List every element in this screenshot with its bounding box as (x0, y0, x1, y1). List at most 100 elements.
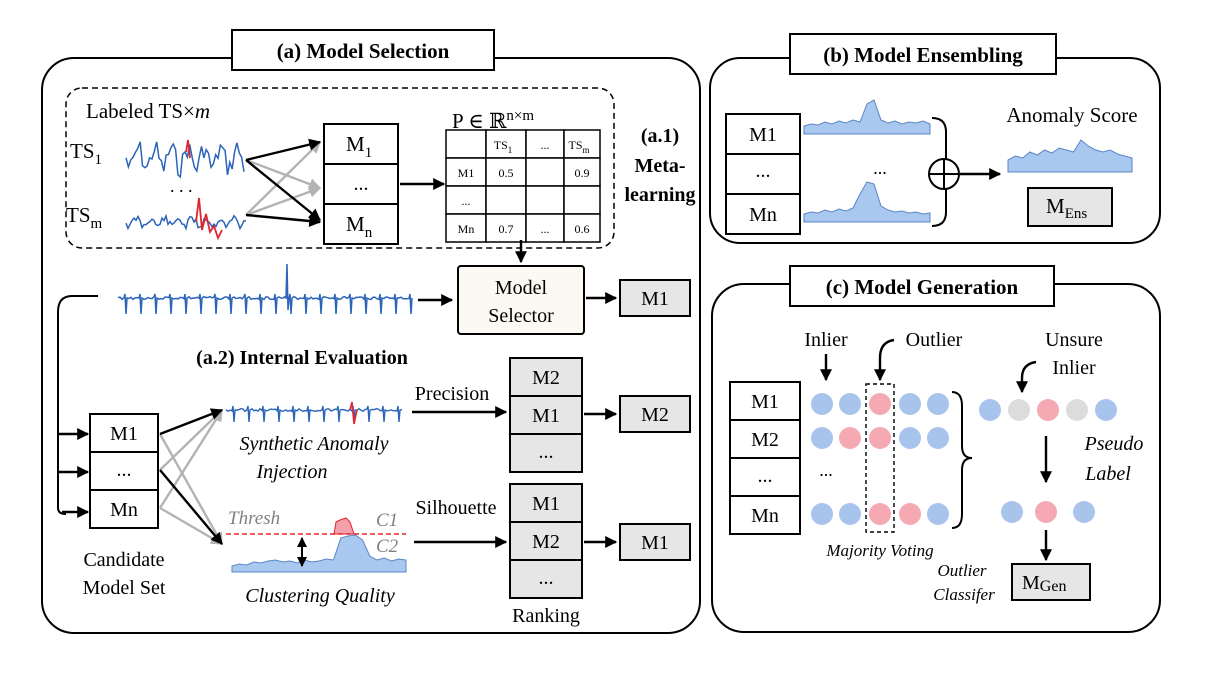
plus-icon (928, 158, 960, 190)
candidate-m1: M1 (110, 423, 138, 445)
matrix-cell (485, 213, 527, 243)
ranking-label: Ranking (512, 605, 580, 627)
candidate-dots: ... (117, 459, 132, 481)
unsure-arrow (1016, 360, 1037, 394)
matrix-cell (563, 185, 601, 215)
outlier-dot (1037, 399, 1059, 421)
vote-dot-grid (811, 393, 949, 525)
ts1-anomaly (185, 139, 191, 159)
candidate-to-eval-arrows (158, 408, 224, 546)
ensemble-mn: Mn (749, 204, 777, 226)
ensemble-output-label: MEns (1046, 194, 1087, 222)
generation-mn: Mn (751, 505, 779, 527)
panel-model-generation: (c) Model Generation Inlier Outlier Unsu… (711, 265, 1161, 633)
matrix-cell-text: TS1 (494, 138, 513, 155)
matrix-cell-text: ... (462, 194, 471, 208)
outlier-dot (1035, 501, 1057, 523)
unsure-dot (1066, 399, 1088, 421)
matrix-cell-text: ... (541, 222, 550, 236)
inlier-dot (1095, 399, 1117, 421)
inlier-dot (1001, 501, 1023, 523)
matrix-cell (525, 213, 565, 243)
panel-c-title-box (789, 265, 1055, 307)
silhouette-rank-2: M2 (532, 531, 560, 553)
inlier-dot (927, 503, 949, 525)
synthetic-anomaly (349, 401, 358, 425)
ensemble-model-stack: M1 ... Mn (725, 113, 801, 235)
matrix-cell-text: 0.6 (575, 222, 590, 236)
pseudo-label-dots (979, 399, 1117, 421)
ensemble-m1: M1 (749, 124, 777, 146)
matrix-cell (445, 129, 487, 159)
candidate-mn: Mn (110, 499, 138, 521)
classifier-label-2: Classifer (933, 585, 995, 604)
inlier-dot (927, 427, 949, 449)
inlier-dot (839, 393, 861, 415)
inlier-dot (811, 393, 833, 415)
matrix-cell-text: ... (541, 138, 550, 152)
outlier-dot (869, 427, 891, 449)
matrix-label: P ∈ ℝn×m (452, 108, 534, 133)
thresh-label: Thresh (228, 508, 280, 529)
candidate-bracket (57, 295, 98, 515)
inlier-dot (927, 393, 949, 415)
meta-label-3: learning (624, 184, 695, 206)
model-mn: Mn (346, 212, 373, 241)
unsure-dot (1008, 399, 1030, 421)
c1-label: C1 (376, 510, 398, 531)
panel-model-ensembling: (b) Model Ensembling M1 ... Mn ... Anoma… (709, 33, 1161, 244)
ensemble-score-1 (803, 99, 931, 135)
outlier-column-box (865, 383, 895, 533)
panel-a-title-box (231, 29, 495, 71)
inlier-dot (839, 503, 861, 525)
vote-brace (951, 391, 973, 529)
tsm-series (125, 213, 247, 231)
ensemble-score-output (1007, 139, 1133, 173)
ts1-series (125, 141, 245, 179)
selector-output-label: M1 (641, 288, 669, 310)
tsm-label: TSm (66, 203, 103, 232)
precision-output-box (619, 395, 691, 433)
meta-learning-region (65, 87, 615, 249)
tsm-anomaly (195, 197, 223, 241)
synthetic-label-1: Synthetic Anomaly (239, 433, 388, 455)
panel-a-title: (a) Model Selection (277, 39, 450, 63)
ts1-label: TS1 (70, 139, 102, 168)
vote-row-dots: ... (819, 460, 833, 480)
ensemble-output-box (1027, 187, 1113, 227)
model-stack: M1 ... Mn (323, 123, 399, 245)
unsure-label-2: Inlier (1052, 357, 1096, 379)
pseudo-label-2: Label (1084, 463, 1131, 485)
matrix-cell (485, 185, 527, 215)
matrix-cell-text: 0.7 (499, 222, 514, 236)
silhouette-rank-1: M1 (532, 493, 560, 515)
model-m1: M1 (346, 132, 372, 161)
generation-output-label: MGen (1022, 572, 1066, 595)
labeled-ts-label: Labeled TS×m (86, 99, 210, 123)
selector-output-box (619, 279, 691, 317)
silhouette-label: Silhouette (415, 497, 496, 519)
c2-label: C2 (376, 536, 399, 557)
matrix-cell (525, 185, 565, 215)
precision-rank-2: M1 (532, 405, 560, 427)
inlier-label: Inlier (804, 329, 848, 351)
panel-b-title-box (789, 33, 1057, 75)
inlier-dot (979, 399, 1001, 421)
precision-rank-1: M2 (532, 367, 560, 389)
model-selector-label-2: Selector (488, 305, 554, 327)
precision-ranking: M2 M1 ... (509, 357, 583, 473)
clustering-anomaly-area (333, 517, 355, 535)
outlier-dot (869, 393, 891, 415)
model-selector-box (457, 265, 585, 335)
inlier-dot (899, 427, 921, 449)
inlier-dot (899, 393, 921, 415)
model-dots: ... (354, 173, 369, 195)
matrix-cell (525, 129, 565, 159)
matrix-cell (445, 213, 487, 243)
candidate-set-label-2: Model Set (83, 577, 166, 599)
precision-output-label: M2 (641, 404, 669, 426)
outlier-arrow (874, 338, 895, 382)
matrix-cell-text: M1 (458, 166, 475, 180)
precision-label: Precision (415, 383, 489, 405)
